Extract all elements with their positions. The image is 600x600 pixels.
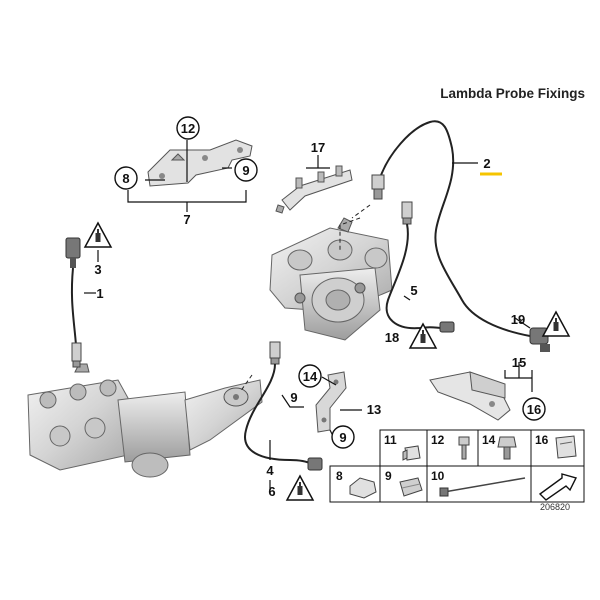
callout-18: 18 xyxy=(385,330,399,345)
callout-8: 8 xyxy=(122,171,129,186)
legend-part-11 xyxy=(402,445,421,461)
callout-15: 15 xyxy=(512,355,526,370)
warning-triangle-icon xyxy=(285,474,315,501)
callout-19: 19 xyxy=(511,312,525,327)
parts-legend: 11 12 14 16 8 9 10 xyxy=(329,429,585,503)
legend-label-9: 9 xyxy=(385,469,392,483)
callout-12: 12 xyxy=(181,121,195,136)
callout-3: 3 xyxy=(94,262,101,277)
callout-17: 17 xyxy=(311,140,325,155)
legend-part-10 xyxy=(439,477,526,497)
legend-label-11: 11 xyxy=(384,433,397,447)
catalytic-converter-assembly xyxy=(27,363,263,478)
callout-4: 4 xyxy=(266,463,274,478)
diagram-id: 206820 xyxy=(540,502,571,512)
callout-9c: 9 xyxy=(339,430,346,445)
callout-14: 14 xyxy=(303,369,318,384)
legend-label-12: 12 xyxy=(431,433,445,447)
dashed-pointer xyxy=(339,217,361,250)
arrow-icon xyxy=(538,473,578,501)
legend-part-16 xyxy=(555,435,577,459)
legend-label-16: 16 xyxy=(535,433,549,447)
callout-13: 13 xyxy=(367,402,381,417)
probe-4 xyxy=(244,341,323,471)
leader-lines xyxy=(84,140,533,490)
diagram-title: Lambda Probe Fixings xyxy=(440,86,585,101)
callout-6: 6 xyxy=(268,484,275,499)
dashed-pointer xyxy=(239,374,253,393)
legend-part-14 xyxy=(497,436,517,460)
warning-triangle-icon xyxy=(83,221,113,248)
legend-label-8: 8 xyxy=(336,469,343,483)
probe-5 xyxy=(385,201,455,333)
legend-part-9 xyxy=(399,477,423,497)
callout-9b: 9 xyxy=(290,390,297,405)
turbo-manifold-assembly xyxy=(269,217,393,341)
callout-7: 7 xyxy=(183,212,190,227)
callout-5: 5 xyxy=(410,283,417,298)
legend-label-10: 10 xyxy=(431,469,445,483)
legend-label-14: 14 xyxy=(482,433,496,447)
probe-1 xyxy=(65,237,82,368)
legend-part-8 xyxy=(349,477,377,499)
bracket-17 xyxy=(275,165,353,214)
callout-2: 2 xyxy=(483,156,490,171)
bracket-15 xyxy=(429,371,511,421)
callout-16: 16 xyxy=(527,402,541,417)
callout-circles xyxy=(114,116,546,449)
callout-9: 9 xyxy=(242,163,249,178)
heat-shield-bracket xyxy=(147,139,253,187)
warning-triangle-icon xyxy=(541,310,571,337)
legend-part-12 xyxy=(458,436,470,460)
warning-triangle-icon xyxy=(408,322,438,349)
dashed-pointer xyxy=(351,204,371,219)
callout-1: 1 xyxy=(96,286,103,301)
